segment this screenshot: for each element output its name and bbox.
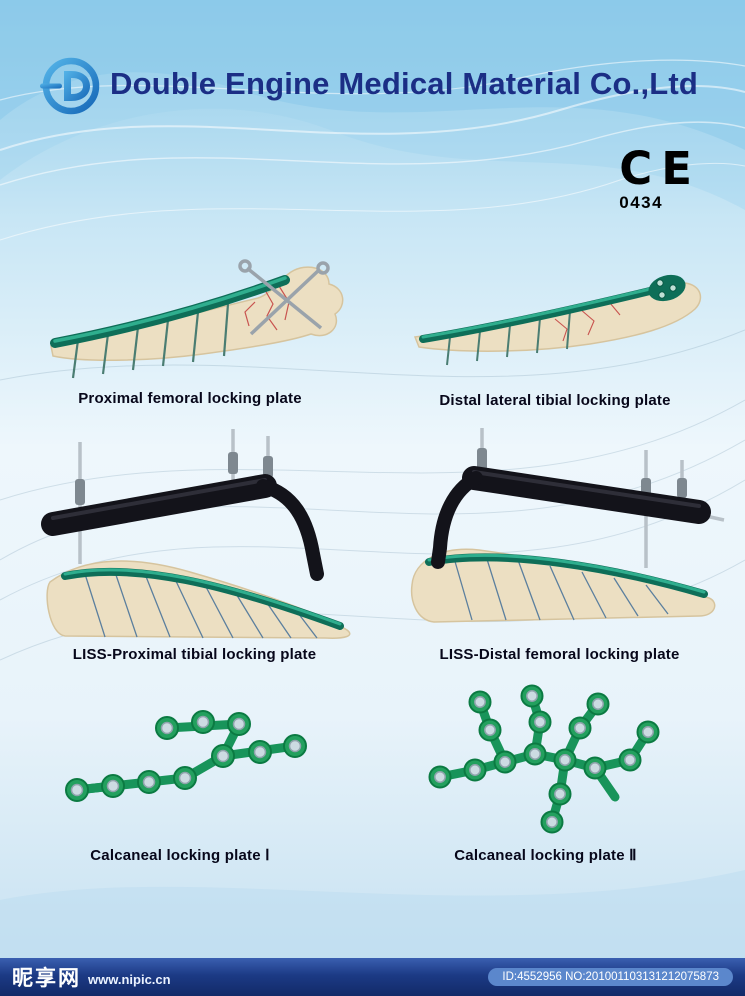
product-label: LISS-Proximal tibial locking plate [72,646,317,663]
double-engine-logo [38,54,102,118]
image-id-badge: ID:4552956 NO:201001103131212075873 [488,968,733,986]
company-name: Double Engine Medical Material Co.,Ltd [110,66,699,101]
proximal-femoral-plate-image [28,250,358,385]
product-label: Distal lateral tibial locking plate [439,392,671,409]
product-label: LISS-Distal femoral locking plate [439,646,680,663]
double-engine-logo-icon [40,57,100,115]
product-label: Calcaneal locking plate Ⅱ [454,847,637,864]
liss-distal-femoral-image [393,420,725,640]
nipic-site-url: www.nipic.cn [88,971,171,987]
product-label: Proximal femoral locking plate [78,390,302,407]
calcaneal-plate-1-image [55,694,330,836]
ce-number: 0434 [619,193,664,212]
liss-proximal-tibial-image [25,424,365,640]
watermark-bar: 昵享网 www.nipic.cn ID:4552956 NO:201001103… [0,958,745,996]
nipic-site-name: 昵享网 [12,967,81,990]
ce-mark: CE 0434 [619,146,701,213]
product-label: Calcaneal locking plate Ⅰ [90,847,270,864]
calcaneal-plate-2-image [410,682,672,839]
ce-letters: CE [619,142,701,195]
distal-lateral-tibial-plate-image [405,256,715,378]
